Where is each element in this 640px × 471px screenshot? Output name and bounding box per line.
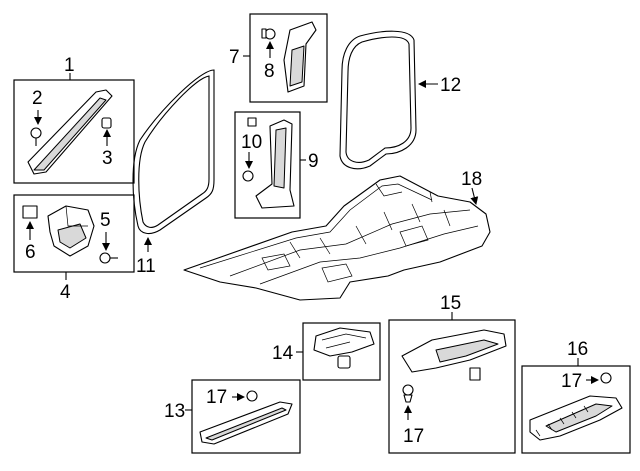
group-box-4: 4 6 5 <box>13 194 135 303</box>
clip-17-c <box>600 372 612 384</box>
rear-door-weatherstrip: 12 <box>339 30 461 170</box>
callout-2: 2 <box>32 88 43 109</box>
callout-12: 12 <box>440 75 461 96</box>
group-box-9: 9 10 <box>234 111 319 219</box>
callout-17-b: 17 <box>403 426 424 447</box>
group-box-14: 14 <box>272 322 381 381</box>
callout-4: 4 <box>60 282 71 303</box>
callout-5: 5 <box>100 210 111 231</box>
callout-14: 14 <box>272 343 294 364</box>
callout-18: 18 <box>461 169 482 190</box>
screw-10 <box>242 170 254 182</box>
clip-15 <box>469 367 481 381</box>
callout-17-a: 17 <box>206 387 227 408</box>
callout-15: 15 <box>440 293 461 314</box>
callout-11: 11 <box>136 256 156 277</box>
front-door-weatherstrip: 11 <box>132 69 215 277</box>
floor-carpet: 18 <box>183 169 491 301</box>
screw-5 <box>99 252 111 264</box>
callout-17-c: 17 <box>561 371 582 392</box>
callout-7: 7 <box>229 47 240 68</box>
callout-6: 6 <box>25 242 36 263</box>
group-box-1: 1 2 3 <box>13 55 135 184</box>
callout-8: 8 <box>264 61 275 82</box>
clip-14 <box>337 355 351 369</box>
callout-9: 9 <box>308 151 319 172</box>
group-box-13: 13 17 <box>164 379 301 454</box>
group-box-16: 16 17 <box>521 339 631 454</box>
callout-13: 13 <box>164 401 185 422</box>
group-box-15: 15 17 <box>388 293 516 454</box>
callout-3: 3 <box>102 148 113 169</box>
clip-3 <box>101 117 112 129</box>
callout-10: 10 <box>241 132 262 153</box>
screw-2 <box>30 127 42 139</box>
group-box-7: 7 8 <box>229 13 328 103</box>
callout-1: 1 <box>64 55 75 76</box>
clip-17-a <box>246 390 258 402</box>
clip-17-b <box>402 384 414 396</box>
clip-10 <box>247 117 257 127</box>
pad-6 <box>22 205 38 219</box>
cover-14 <box>313 327 375 357</box>
callout-16: 16 <box>567 339 588 360</box>
